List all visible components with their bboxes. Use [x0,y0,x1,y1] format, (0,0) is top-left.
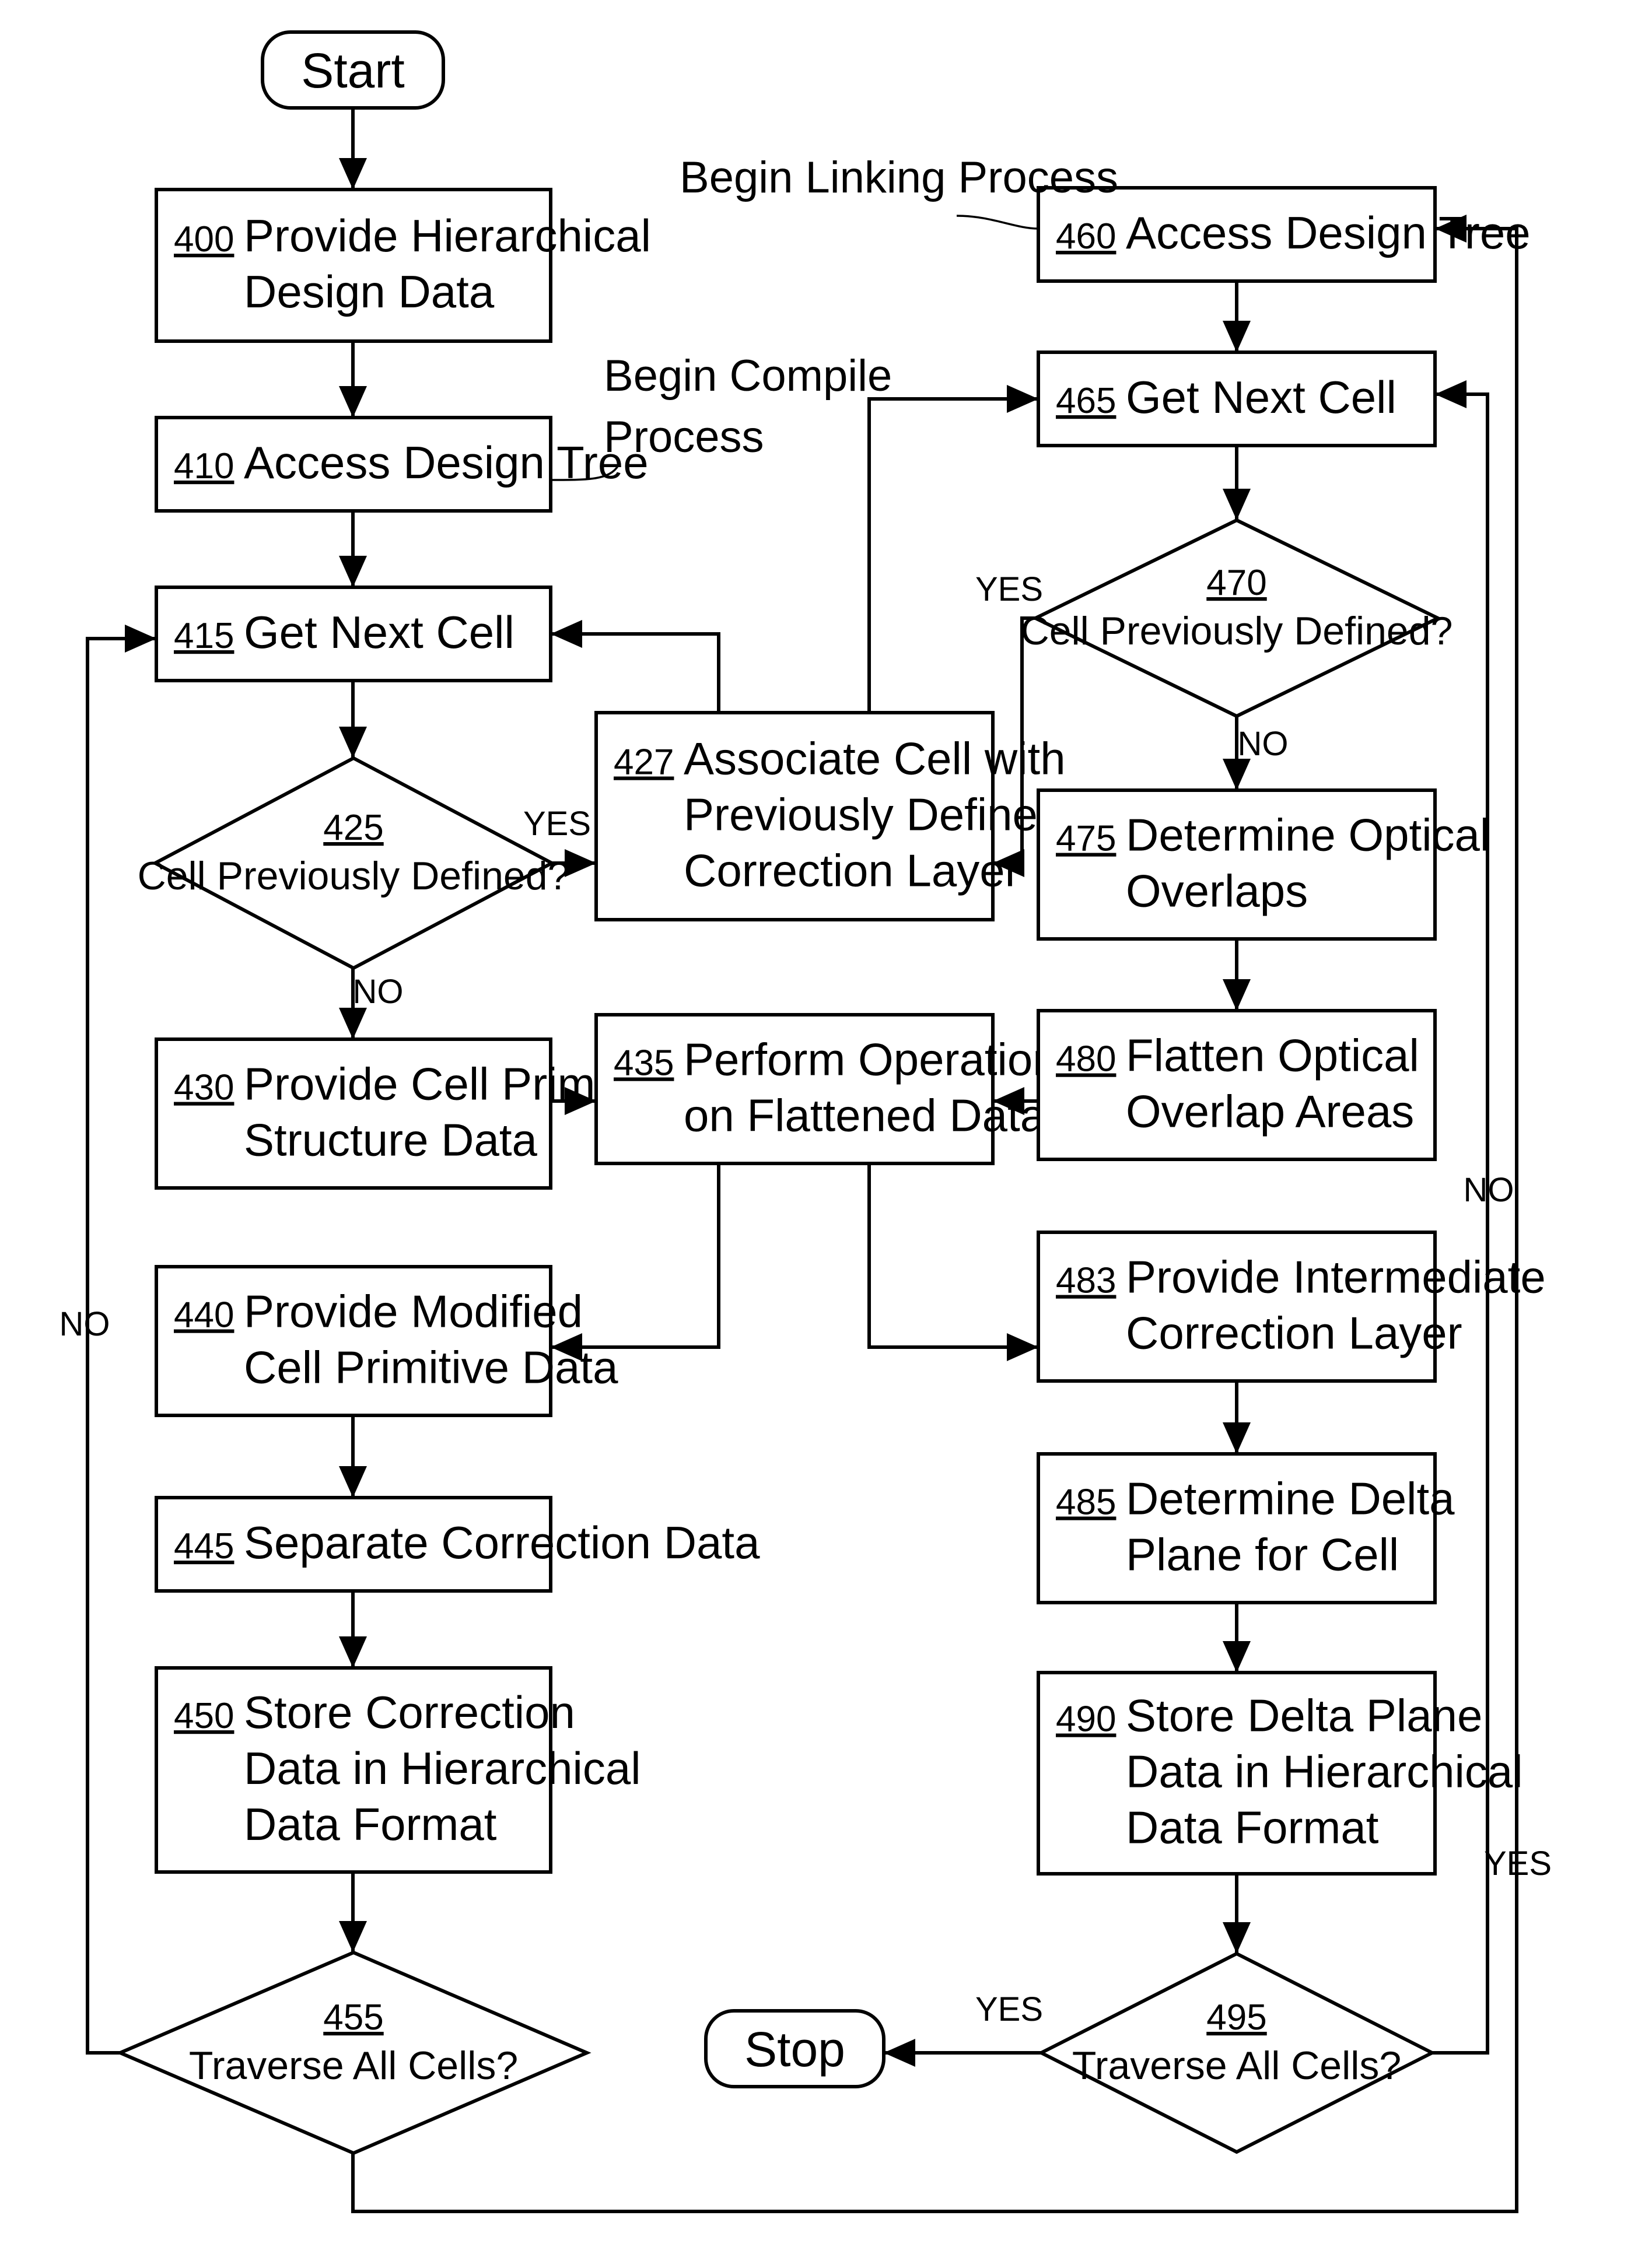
n490-number: 490 [1056,1699,1116,1740]
node-stop: Stop [706,2011,884,2087]
n480-text-line: Overlap Areas [1126,1086,1414,1137]
n445-number: 445 [174,1526,234,1566]
n435-text-line: Perform Operation [684,1034,1058,1085]
n440-text-line: Provide Modified [244,1286,583,1337]
annotation-compile-text: Begin Compile [604,351,892,401]
stop-label: Stop [744,2022,845,2077]
n475-text-line: Determine Optical [1126,809,1490,861]
n427-number: 427 [614,742,674,783]
n427-text-line: Associate Cell with [684,733,1066,784]
edge-label-n425-to-n427: YES [523,805,591,843]
edge-label-n495-to-n465: NO [1464,1171,1514,1209]
node-n400: 400Provide HierarchicalDesign Data [156,190,651,341]
n425-number: 425 [323,808,383,848]
n470-question: Cell Previously Defined? [1021,609,1453,653]
node-n410: 410Access Design Tree [156,418,649,511]
n480-number: 480 [1056,1039,1116,1079]
n465-number: 465 [1056,381,1116,421]
edge-n435-to-n483 [869,1163,1038,1347]
edge-label-n470-to-n475: NO [1238,725,1289,763]
n490-text-line: Store Delta Plane [1126,1690,1482,1741]
node-n435: 435Perform Operationon Flattened Data [596,1015,1058,1163]
n435-number: 435 [614,1043,674,1084]
edge-label-n495-to-stop: YES [975,1990,1043,2028]
node-n490: 490Store Delta PlaneData in Hierarchical… [1038,1673,1523,1874]
node-n425: 425Cell Previously Defined? [138,758,570,968]
n475-text-line: Overlaps [1126,865,1308,917]
n410-text-line: Access Design Tree [244,437,649,488]
n490-text-line: Data in Hierarchical [1126,1746,1523,1797]
n490-text-line: Data Format [1126,1802,1379,1853]
edge-n455-to-n460 [353,229,1517,2211]
n483-number: 483 [1056,1261,1116,1301]
n445-text-line: Separate Correction Data [244,1517,760,1568]
n485-number: 485 [1056,1482,1116,1523]
node-n483: 483Provide IntermediateCorrection Layer [1038,1232,1546,1381]
edge-label-n455-to-n460: YES [1484,1845,1552,1883]
annotation-compile-text: Process [604,412,764,462]
node-n475: 475Determine OpticalOverlaps [1038,790,1490,939]
n415-number: 415 [174,616,234,656]
n400-number: 400 [174,219,234,260]
node-n450: 450Store CorrectionData in HierarchicalD… [156,1668,641,1872]
n455-number: 455 [323,1997,383,2038]
n455-question: Traverse All Cells? [189,2043,518,2088]
n450-number: 450 [174,1696,234,1736]
n465-text-line: Get Next Cell [1126,371,1396,423]
n415-text-line: Get Next Cell [244,607,514,658]
n485-text-line: Determine Delta [1126,1473,1455,1524]
n440-text-line: Cell Primitive Data [244,1342,618,1393]
node-n445: 445Separate Correction Data [156,1498,760,1591]
n480-text-line: Flatten Optical [1126,1030,1419,1081]
edge-n427-to-n415 [551,634,719,713]
node-n427: 427Associate Cell withPreviously Defined… [596,713,1066,920]
n430-number: 430 [174,1068,234,1108]
edge-n427-to-n465 [869,399,1038,713]
start-label: Start [301,43,404,98]
node-n440: 440Provide ModifiedCell Primitive Data [156,1267,618,1415]
n427-text-line: Correction Layer [684,845,1020,896]
edge-label-n425-to-n430: NO [353,973,404,1011]
n485-text-line: Plane for Cell [1126,1529,1399,1580]
node-n465: 465Get Next Cell [1038,352,1435,446]
n430-text-line: Structure Data [244,1114,538,1166]
n450-text-line: Data in Hierarchical [244,1743,641,1794]
node-n480: 480Flatten OpticalOverlap Areas [1038,1011,1435,1159]
node-n470: 470Cell Previously Defined? [1021,520,1453,716]
n495-question: Traverse All Cells? [1072,2043,1401,2088]
node-n485: 485Determine DeltaPlane for Cell [1038,1454,1455,1603]
annotation-linking-leader [957,216,1038,229]
n470-number: 470 [1206,563,1266,603]
n435-text-line: on Flattened Data [684,1090,1046,1141]
n475-number: 475 [1056,819,1116,859]
n400-text-line: Design Data [244,266,495,317]
edge-label-n455-to-n415: NO [60,1305,110,1343]
edge-n455-to-n415 [88,639,156,2053]
annotation-linking-text: Begin Linking Process [680,153,1118,202]
n410-number: 410 [174,446,234,486]
n483-text-line: Correction Layer [1126,1307,1462,1359]
n460-number: 460 [1056,216,1116,257]
n495-number: 495 [1206,1997,1266,2038]
edge-label-n470-to-n427: YES [975,570,1043,608]
node-n455: 455Traverse All Cells? [120,1952,587,2153]
n460-text-line: Access Design Tree [1126,207,1531,258]
n427-text-line: Previously Defined [684,789,1063,840]
n425-question: Cell Previously Defined? [138,854,570,898]
node-n415: 415Get Next Cell [156,587,551,681]
node-start: Start [262,32,443,108]
n483-text-line: Provide Intermediate [1126,1252,1546,1303]
node-n495: 495Traverse All Cells? [1041,1954,1432,2152]
n450-text-line: Data Format [244,1799,497,1850]
n450-text-line: Store Correction [244,1687,575,1738]
n440-number: 440 [174,1295,234,1335]
n400-text-line: Provide Hierarchical [244,210,651,261]
